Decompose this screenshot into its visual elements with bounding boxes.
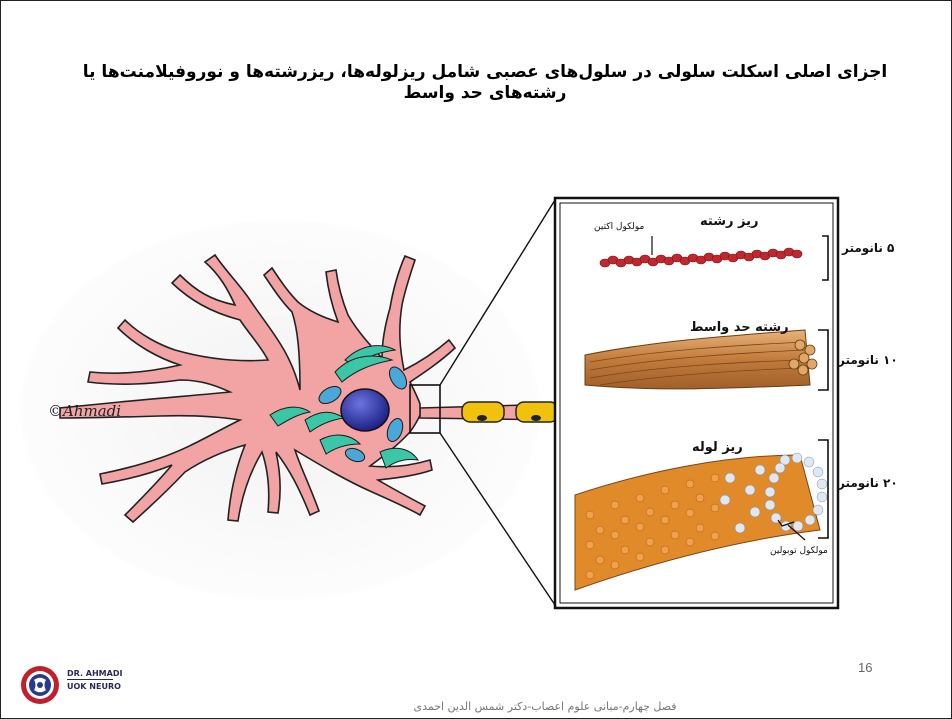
size-20nm: ۲۰ نانومتر [838, 476, 898, 490]
tubulin-annotation: مولکول توبولین [770, 546, 828, 556]
page-number: 16 [858, 660, 872, 675]
logo-line2: UOK NEURO [67, 681, 121, 692]
logo-line1: DR. AHMADI [67, 668, 122, 679]
nucleus [341, 389, 389, 431]
microfilament-label: ریز رشته [700, 214, 758, 229]
size-5nm: ۵ نانومتر [842, 241, 894, 255]
size-10nm: ۱۰ نانومتر [838, 353, 898, 367]
intermediate-filament-label: رشته حد واسط [690, 320, 789, 335]
logo-divider [67, 679, 113, 680]
university-logo [20, 665, 60, 705]
actin-annotation: مولکول اکتین [594, 222, 644, 232]
slide-footer: فصل چهارم-مبانی علوم اعصاب-دکتر شمس الدی… [410, 700, 680, 713]
illustration-credit: ©Ahmadi [48, 402, 121, 420]
microtubule-label: ریز لوله [692, 440, 743, 455]
